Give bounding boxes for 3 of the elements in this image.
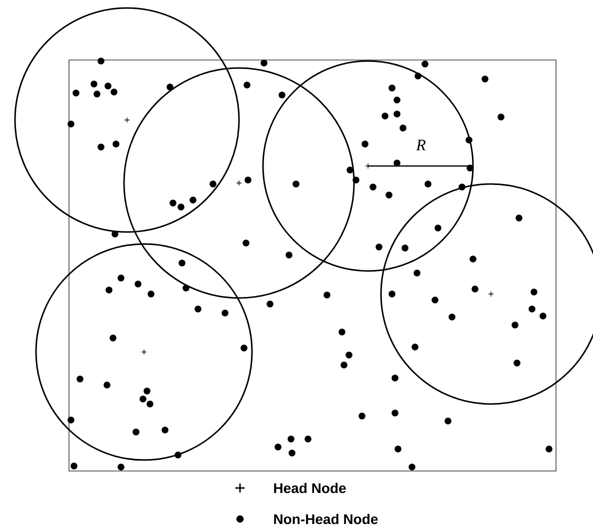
legend-label: Head Node bbox=[274, 482, 346, 494]
legend-label: Non-Head Node bbox=[274, 514, 378, 524]
radius-label: R bbox=[416, 140, 426, 150]
